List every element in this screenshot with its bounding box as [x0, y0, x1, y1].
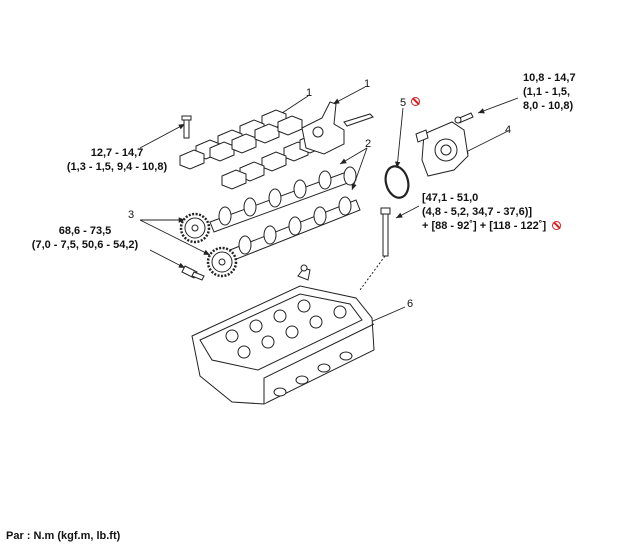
- camshaft-sprockets: [179, 212, 238, 278]
- bearing-caps: [179, 109, 325, 190]
- callout-5-oring: 5: [400, 97, 407, 109]
- cap-bolt-torque-line1: 12,7 - 14,7: [90, 147, 144, 159]
- pump-bolt-torque-line1: 10,8 - 14,7: [523, 72, 576, 84]
- units-footnote: Par : N.m (kgf.m, lb.ft): [6, 530, 121, 542]
- head-bolt-torque-line3: + [88 - 92˚] + [118 - 122˚]: [422, 219, 562, 233]
- callout-1-caps: 1: [306, 87, 313, 99]
- callout-2-camshafts: 2: [365, 138, 372, 150]
- pump-bolt-torque-line2: (1,1 - 1,5,: [523, 86, 571, 98]
- front-cap-bracket: [301, 101, 374, 155]
- head-bolt-torque-line1: [47,1 - 51,0: [422, 192, 479, 204]
- sprocket-bolt: [181, 265, 205, 281]
- cylinder-head: [191, 264, 375, 405]
- callout-1-bracket: 1: [364, 78, 371, 90]
- head-bolt-torque-line3-text: + [88 - 92˚] + [118 - 122˚]: [422, 220, 547, 232]
- head-bolt-torque-line2: (4,8 - 5,2, 34,7 - 37,6)]: [422, 206, 533, 218]
- head-bolt-torque: [47,1 - 51,0 (4,8 - 5,2, 34,7 - 37,6)] +…: [422, 191, 562, 233]
- camshafts: [209, 166, 361, 261]
- pump-bolt: [454, 112, 474, 124]
- callout-3-sprockets: 3: [128, 209, 135, 221]
- sprocket-bolt-torque-line2: (7,0 - 7,5, 50,6 - 54,2): [31, 239, 139, 251]
- sprocket-bolt-torque-line1: 68,6 - 73,5: [58, 225, 112, 237]
- sprocket-bolt-torque: 68,6 - 73,5 (7,0 - 7,5, 50,6 - 54,2): [10, 224, 160, 252]
- cap-bolt: [181, 115, 192, 139]
- pump-bolt-torque: 10,8 - 14,7 (1,1 - 1,5, 8,0 - 10,8): [523, 71, 576, 113]
- pump-bolt-torque-line3: 8,0 - 10,8): [523, 100, 574, 112]
- cap-bolt-torque: 12,7 - 14,7 (1,3 - 1,5, 9,4 - 10,8): [42, 146, 192, 174]
- callout-4-pump: 4: [505, 124, 512, 136]
- cap-bolt-torque-line2: (1,3 - 1,5, 9,4 - 10,8): [66, 161, 168, 173]
- o-ring: [384, 165, 410, 199]
- no-reuse-icon: [411, 97, 420, 106]
- no-reuse-icon: [552, 221, 562, 230]
- callout-6-head: 6: [407, 298, 414, 310]
- vacuum-pump: [415, 121, 469, 177]
- head-bolt: [359, 207, 391, 291]
